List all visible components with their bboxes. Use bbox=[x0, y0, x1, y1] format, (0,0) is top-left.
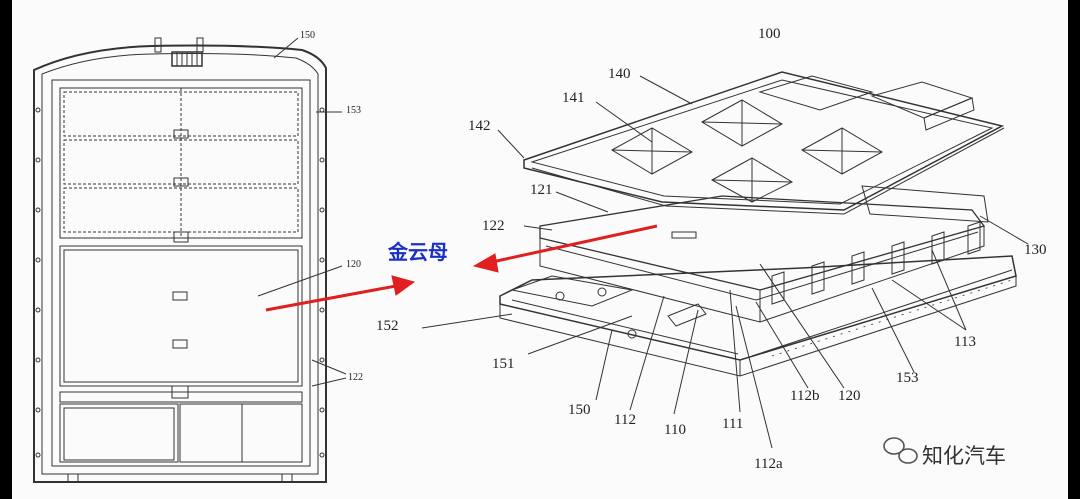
left-top-view bbox=[33, 37, 347, 483]
leader-lines bbox=[421, 75, 1029, 449]
pack-body bbox=[499, 185, 1017, 377]
label-100: 100 bbox=[758, 26, 781, 42]
label-112: 112 bbox=[614, 412, 636, 428]
label-112b: 112b bbox=[790, 388, 820, 404]
label-152: 152 bbox=[376, 318, 399, 334]
top-cover bbox=[523, 71, 1005, 215]
label-150-left: 150 bbox=[300, 30, 315, 41]
label-141: 141 bbox=[562, 90, 585, 106]
label-150-right: 150 bbox=[568, 402, 591, 418]
label-112a: 112a bbox=[754, 456, 783, 472]
label-151: 151 bbox=[492, 356, 515, 372]
watermark-text: 知化汽车 bbox=[922, 444, 1006, 468]
label-110: 110 bbox=[664, 422, 686, 438]
label-140: 140 bbox=[608, 66, 631, 82]
label-122-right: 122 bbox=[482, 218, 505, 234]
label-121: 121 bbox=[530, 182, 553, 198]
label-142: 142 bbox=[468, 118, 491, 134]
label-122-left: 122 bbox=[348, 372, 363, 383]
wechat-icon bbox=[883, 437, 918, 464]
label-111: 111 bbox=[722, 416, 744, 432]
label-130: 130 bbox=[1024, 242, 1047, 258]
diagram-svg bbox=[33, 37, 1029, 483]
label-153-right: 153 bbox=[896, 370, 919, 386]
right-exploded-view bbox=[421, 71, 1029, 449]
label-120-right: 120 bbox=[838, 388, 861, 404]
label-153-left: 153 bbox=[346, 105, 361, 116]
label-113: 113 bbox=[954, 334, 976, 350]
diagram-canvas: 150 153 120 122 100 140 141 142 121 122 … bbox=[12, 0, 1068, 499]
annotation-label: 金云母 bbox=[388, 240, 448, 264]
annotation-arrows bbox=[265, 224, 658, 312]
label-120-left: 120 bbox=[346, 259, 361, 270]
